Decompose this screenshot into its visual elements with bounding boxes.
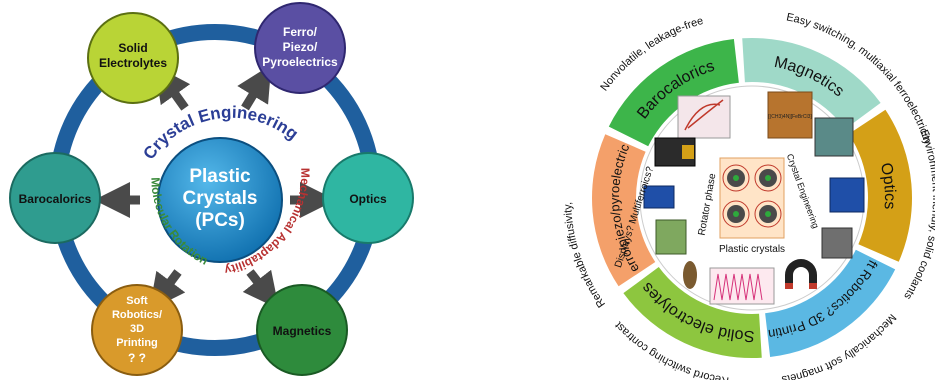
svg-text:Piezo/: Piezo/ [283, 40, 318, 54]
svg-text:Solid: Solid [118, 41, 147, 55]
hysteresis-plot [677, 95, 731, 139]
monitor-icon [643, 185, 675, 209]
svg-text:Electrolytes: Electrolytes [99, 56, 167, 70]
segment-2 [742, 38, 881, 130]
node-barocalorics: Barocalorics [9, 152, 101, 244]
svg-text:Optics: Optics [349, 192, 387, 206]
crystal-photo [767, 91, 813, 139]
segment-1 [608, 39, 739, 147]
segment-3 [848, 109, 912, 262]
right-diagram: Ferro/piezo/pyroelectricsBarocaloricsMag… [560, 0, 935, 380]
plastic-crystals-label: Plastic crystals [719, 244, 785, 255]
green-robot-photo [655, 219, 687, 255]
formula-label: [(CH3)4N][FeBrCl3] [768, 114, 812, 120]
svg-text:Ferro/: Ferro/ [283, 25, 318, 39]
center-line3: (PCs) [195, 210, 245, 231]
left-diagram: Plastic Crystals (PCs) Crystal Engineeri… [9, 2, 414, 376]
capsule-photo [683, 261, 697, 289]
center-line1: Plastic [189, 166, 251, 187]
node-magnetics: Magnetics [256, 284, 348, 376]
svg-text:? ?: ? ? [128, 351, 146, 365]
node-optics: Optics [322, 152, 414, 244]
inner-images: [(CH3)4N][FeBrCl3] [643, 91, 865, 305]
segment-label-3: Optics [877, 161, 898, 209]
svg-text:Soft: Soft [126, 295, 148, 307]
svg-text:Magnetics: Magnetics [273, 324, 332, 338]
center-circle [157, 137, 283, 263]
segment-4 [765, 249, 896, 357]
segment-5 [623, 266, 762, 358]
node-solid-electrolytes: Solid Electrolytes [87, 12, 179, 104]
svg-text:Pyroelectrics: Pyroelectrics [262, 55, 338, 69]
svg-text:3D: 3D [130, 323, 144, 335]
svg-text:Printing: Printing [116, 337, 158, 349]
magnet-icon [785, 259, 817, 289]
svg-text:Robotics/: Robotics/ [112, 309, 162, 321]
svg-text:Barocalorics: Barocalorics [19, 192, 92, 206]
node-ferro-piezo-pyroelectrics: Ferro/ Piezo/ Pyroelectrics [254, 2, 346, 94]
gray-object-photo [821, 227, 853, 259]
segment-0 [592, 134, 656, 287]
teal-sample-photo [814, 117, 854, 157]
segment-ring [592, 38, 912, 358]
crystal-lattice [719, 157, 785, 239]
blue-device-photo [829, 177, 865, 213]
node-soft-robotics-3d-printing: Soft Robotics/ 3D Printing ? ? [91, 284, 183, 376]
center-line2: Crystals [183, 188, 258, 209]
